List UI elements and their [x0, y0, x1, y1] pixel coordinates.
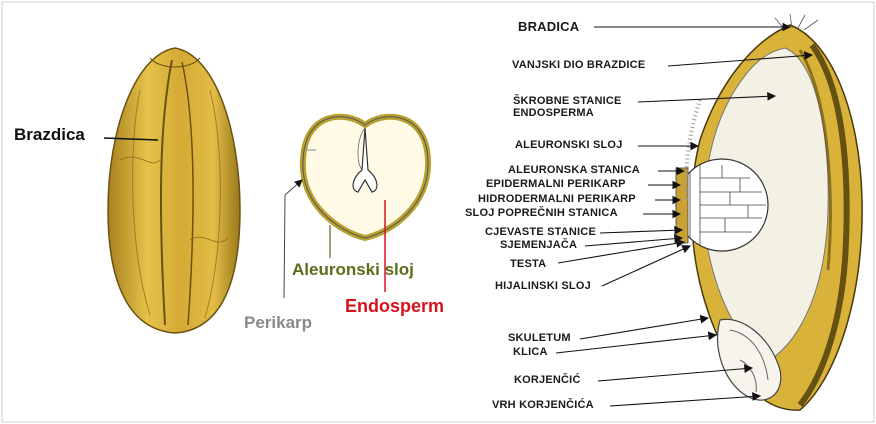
label-vrh-korjencica: VRH KORJENČIĆA — [492, 399, 594, 411]
label-brazdica: Brazdica — [14, 125, 85, 145]
label-sloj-poprecnih-stanica: SLOJ POPREČNIH STANICA — [465, 207, 618, 219]
label-endosperma: ENDOSPERMA — [513, 107, 594, 119]
label-hijalinski-sloj: HIJALINSKI SLOJ — [495, 280, 591, 292]
label-hidrodermalni-perikarp: HIDRODERMALNI PERIKARP — [478, 193, 636, 205]
label-epidermalni-perikarp: EPIDERMALNI PERIKARP — [486, 178, 626, 190]
label-skrobne-stanice: ŠKROBNE STANICE — [513, 95, 622, 107]
label-vanjski-dio-brazdice: VANJSKI DIO BRAZDICE — [512, 59, 645, 71]
label-testa: TESTA — [510, 258, 546, 270]
label-bradica: BRADICA — [518, 19, 579, 34]
label-sjemenjaca: SJEMENJAČA — [500, 239, 577, 251]
label-perikarp: Perikarp — [244, 313, 312, 333]
label-klica: KLICA — [513, 346, 548, 358]
label-skuletum: SKULETUM — [508, 332, 571, 344]
label-korjencic: KORJENČIĆ — [514, 374, 581, 386]
label-cjevaste-stanice: CJEVASTE STANICE — [485, 226, 596, 238]
whole-grain-illustration — [104, 48, 240, 333]
label-aleuronski-sloj-right: ALEURONSKI SLOJ — [515, 139, 623, 151]
label-endosperm: Endosperm — [345, 296, 444, 317]
label-aleuronski-sloj: Aleuronski sloj — [292, 260, 414, 280]
label-aleuronska-stanica: ALEURONSKA STANICA — [508, 164, 640, 176]
